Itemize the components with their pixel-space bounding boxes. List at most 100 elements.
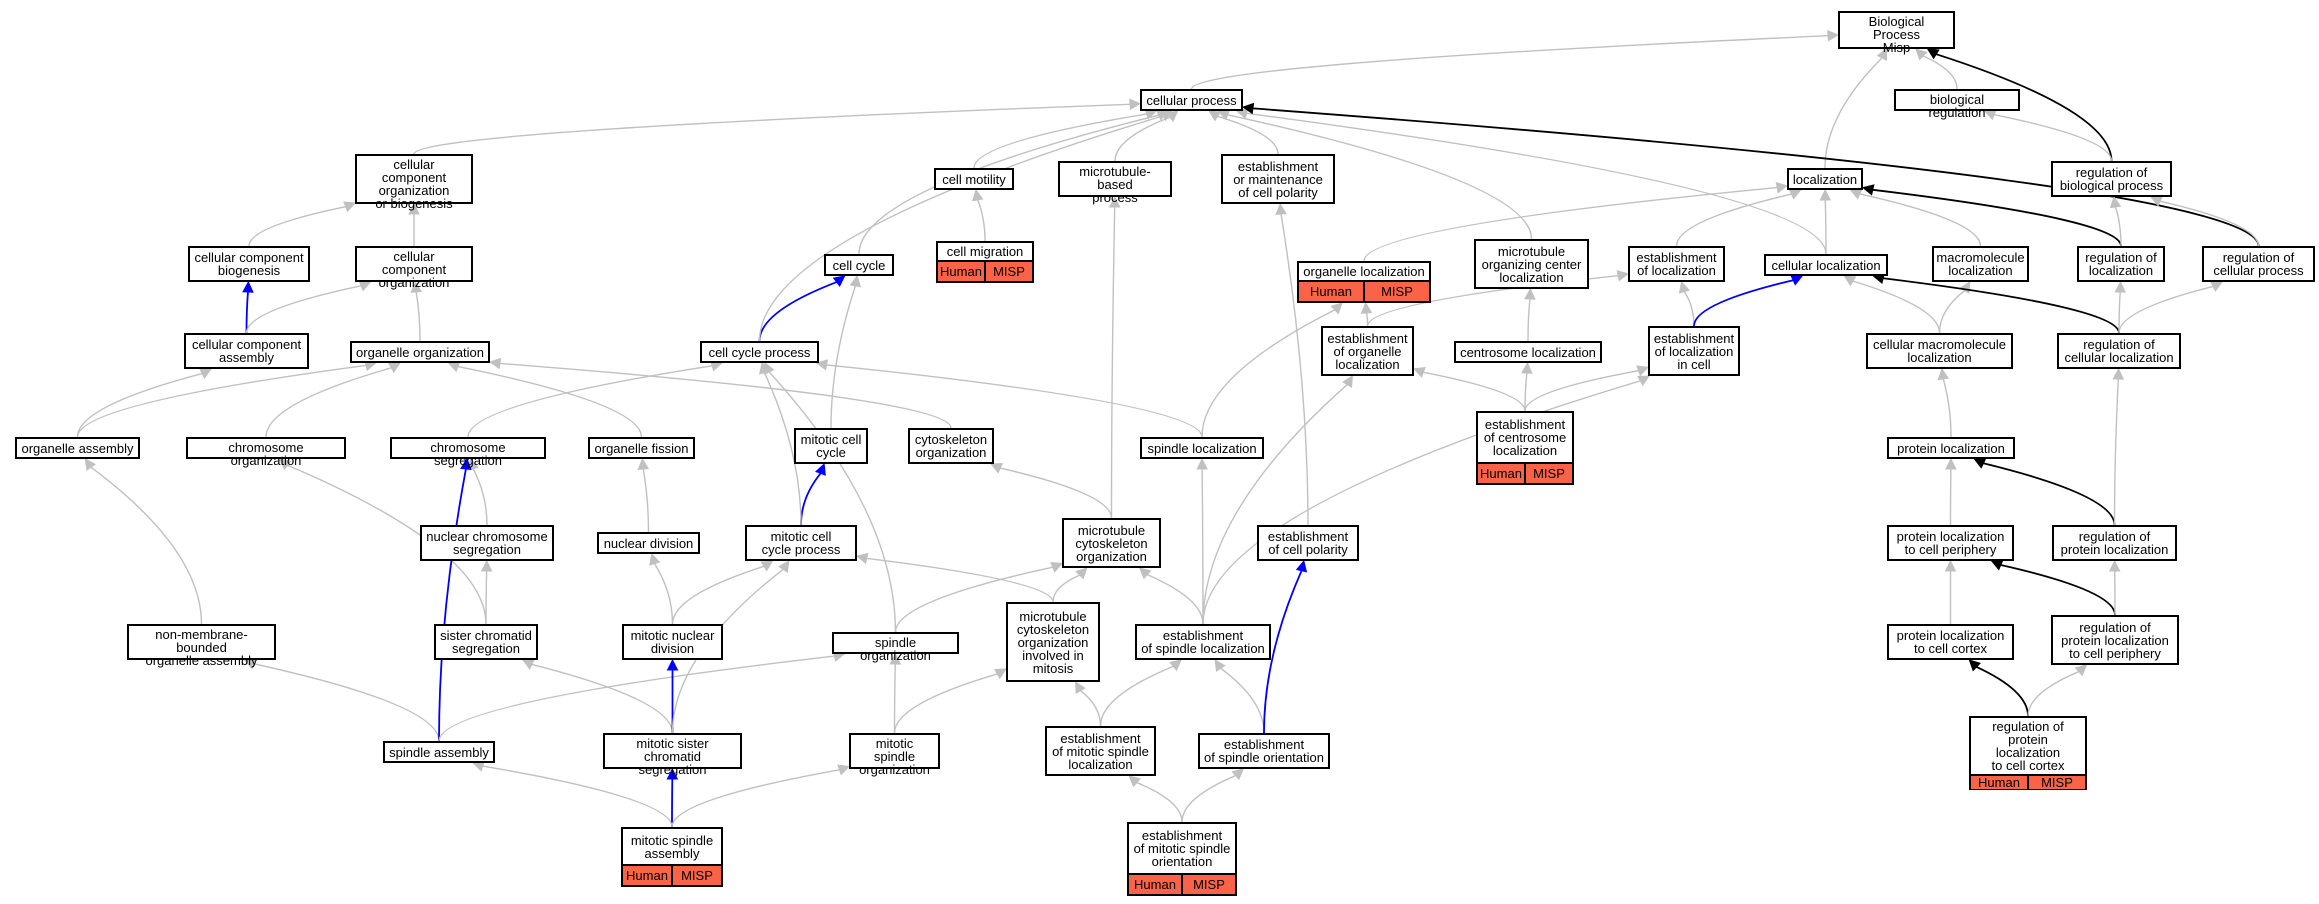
edge-ccp-to-cp	[758, 115, 1164, 342]
go-term-node-regbp: regulation of biological process	[2051, 161, 2172, 197]
go-term-label: establishment of centrosome localization	[1483, 417, 1567, 458]
edge-macloc-to-loc	[1859, 193, 1982, 247]
go-term-label: regulation of protein localization to ce…	[2061, 619, 2169, 661]
edge-cellloc-to-cp	[1246, 112, 1827, 255]
arrowhead	[480, 559, 493, 572]
edge-estloc-to-loc	[1675, 193, 1792, 247]
edge-mtoc-to-cp	[1227, 114, 1533, 240]
go-term-node-nmboa: non-membrane-bounded organelle assembly	[127, 624, 276, 667]
arrowhead	[1241, 102, 1255, 115]
edge-estmitspinloc-to-mtmit	[1080, 690, 1102, 727]
edge-estlocincell-to-cellloc	[1693, 279, 1794, 327]
go-term-node-sischrom: sister chromatid segregation	[434, 624, 538, 660]
edge-estmitspinloc-to-estspinloc	[1099, 665, 1174, 727]
edge-regcp-to-regbp	[2159, 200, 2260, 247]
go-term-node-loc: localization	[1787, 168, 1863, 190]
arrowhead	[666, 767, 679, 780]
go-term-label: establishment of spindle orientation	[1204, 737, 1324, 765]
arrowhead	[1196, 457, 1208, 470]
arrowhead	[1636, 365, 1650, 377]
go-term-node-estmitspinloc: establishment of mitotic spindle localiz…	[1045, 726, 1156, 776]
go-term-label: cellular macromolecule localization	[1873, 337, 2006, 365]
go-term-node-ccob: cellular component organization or bioge…	[355, 154, 473, 210]
go-term-node-mtmit: microtubule cytoskeleton organization in…	[1006, 602, 1100, 682]
go-term-node-estlocincell: establishment of localization in cell	[1648, 326, 1740, 376]
arrowhead	[278, 458, 292, 471]
go-term-label: organelle fission	[594, 440, 689, 456]
go-term-label: cellular localization	[1771, 257, 1881, 273]
annotation-label: Human	[940, 264, 982, 279]
arrowhead	[1819, 188, 1832, 201]
go-term-node-cytorg: cytoskeleton organization	[908, 428, 994, 464]
go-term-node-cmacloc: cellular macromolecule localization	[1866, 333, 2013, 369]
arrowhead	[889, 652, 902, 665]
go-term-label: cell motility	[942, 171, 1006, 187]
edge-estcent-to-estlocincell	[1524, 369, 1639, 412]
edge-estpol-to-cp	[1217, 115, 1279, 155]
go-term-node-macloc: macromolecule localization	[1932, 246, 2029, 282]
edge-nmboa-to-orgasm	[90, 466, 203, 625]
arrowhead	[1944, 559, 1957, 572]
arrowhead	[1843, 275, 1857, 287]
edge-estlocincell-to-estloc	[1683, 291, 1695, 327]
go-term-node-protloc: protein localization	[1887, 437, 2015, 459]
go-term-label: regulation of cellular process	[2213, 250, 2304, 278]
arrowhead	[1968, 659, 1981, 672]
arrowhead	[1159, 110, 1173, 122]
go-term-node-mtcyt: microtubule cytoskeleton organization	[1062, 518, 1161, 568]
edge-spinasm-to-nmboa	[253, 663, 440, 742]
arrowhead	[1637, 375, 1651, 387]
arrowhead	[1678, 280, 1691, 294]
arrowhead	[2112, 367, 2125, 380]
go-term-node-ccp: cell cycle process	[700, 341, 819, 363]
edge-ccb-to-ccob	[248, 206, 346, 247]
edge-estmitspinori-to-estspinori	[1181, 774, 1236, 823]
edge-centloc-to-mtoc	[1527, 298, 1531, 342]
arrowhead	[1616, 270, 1630, 282]
go-term-label: macromolecule localization	[1936, 250, 2025, 278]
go-term-label: non-membrane-bounded organelle assembly	[145, 627, 258, 668]
arrowhead	[1217, 109, 1231, 121]
go-term-label: chromosome organization	[228, 440, 304, 468]
arrowhead	[1129, 98, 1142, 111]
edge-migr-to-motil	[977, 199, 986, 242]
annotation-label: MISP	[1181, 875, 1235, 894]
edge-mtcyt-to-cytorg	[1000, 467, 1113, 519]
go-term-label: organelle organization	[356, 344, 484, 360]
arrowhead	[760, 560, 774, 572]
go-term-node-mitspinorg: mitotic spindle organization	[849, 733, 940, 776]
go-term-label: spindle assembly	[389, 744, 489, 760]
arrowhead	[2108, 559, 2121, 572]
go-term-node-spinloc: spindle localization	[1140, 437, 1264, 459]
arrowhead	[460, 457, 472, 471]
go-term-node-spinasm: spindle assembly	[383, 741, 495, 763]
go-term-label: regulation of protein localization to ce…	[1991, 719, 2065, 773]
annotation-label: MISP	[984, 262, 1032, 281]
edge-orgorg-to-cco	[415, 291, 421, 342]
arrowhead	[815, 462, 826, 476]
go-term-label: nuclear chromosome segregation	[426, 529, 548, 557]
go-term-label: mitotic spindle assembly	[630, 832, 714, 861]
go-term-label: regulation of protein localization	[2060, 529, 2169, 557]
go-term-node-breg: biological regulation	[1894, 89, 2020, 119]
edge-mtbp-to-cp	[1114, 116, 1171, 162]
edge-estspinloc-to-estorgloc	[1202, 384, 1348, 625]
go-term-node-cca: cellular component assembly	[184, 333, 309, 369]
annotation-label: MISP	[671, 866, 721, 885]
edge-estcent-to-centloc	[1524, 372, 1528, 412]
edge-ccp-to-cc	[758, 281, 837, 342]
arrowhead	[2210, 281, 2224, 292]
go-term-node-orgorg: organelle organization	[350, 341, 490, 363]
go-term-node-ccb: cellular component biogenesis	[188, 246, 310, 282]
go-term-label: organelle assembly	[21, 440, 134, 456]
arrowhead	[1959, 281, 1971, 294]
arrowhead	[2074, 664, 2088, 677]
edge-regprotcortex-to-protcortex	[1976, 666, 2029, 717]
edge-cellloc-to-loc	[1824, 199, 1827, 255]
go-term-label: regulation of cellular localization	[2064, 337, 2174, 365]
go-term-node-nucdiv: nuclear division	[597, 532, 700, 554]
edge-mitspinorg-to-spinorg	[893, 663, 896, 734]
